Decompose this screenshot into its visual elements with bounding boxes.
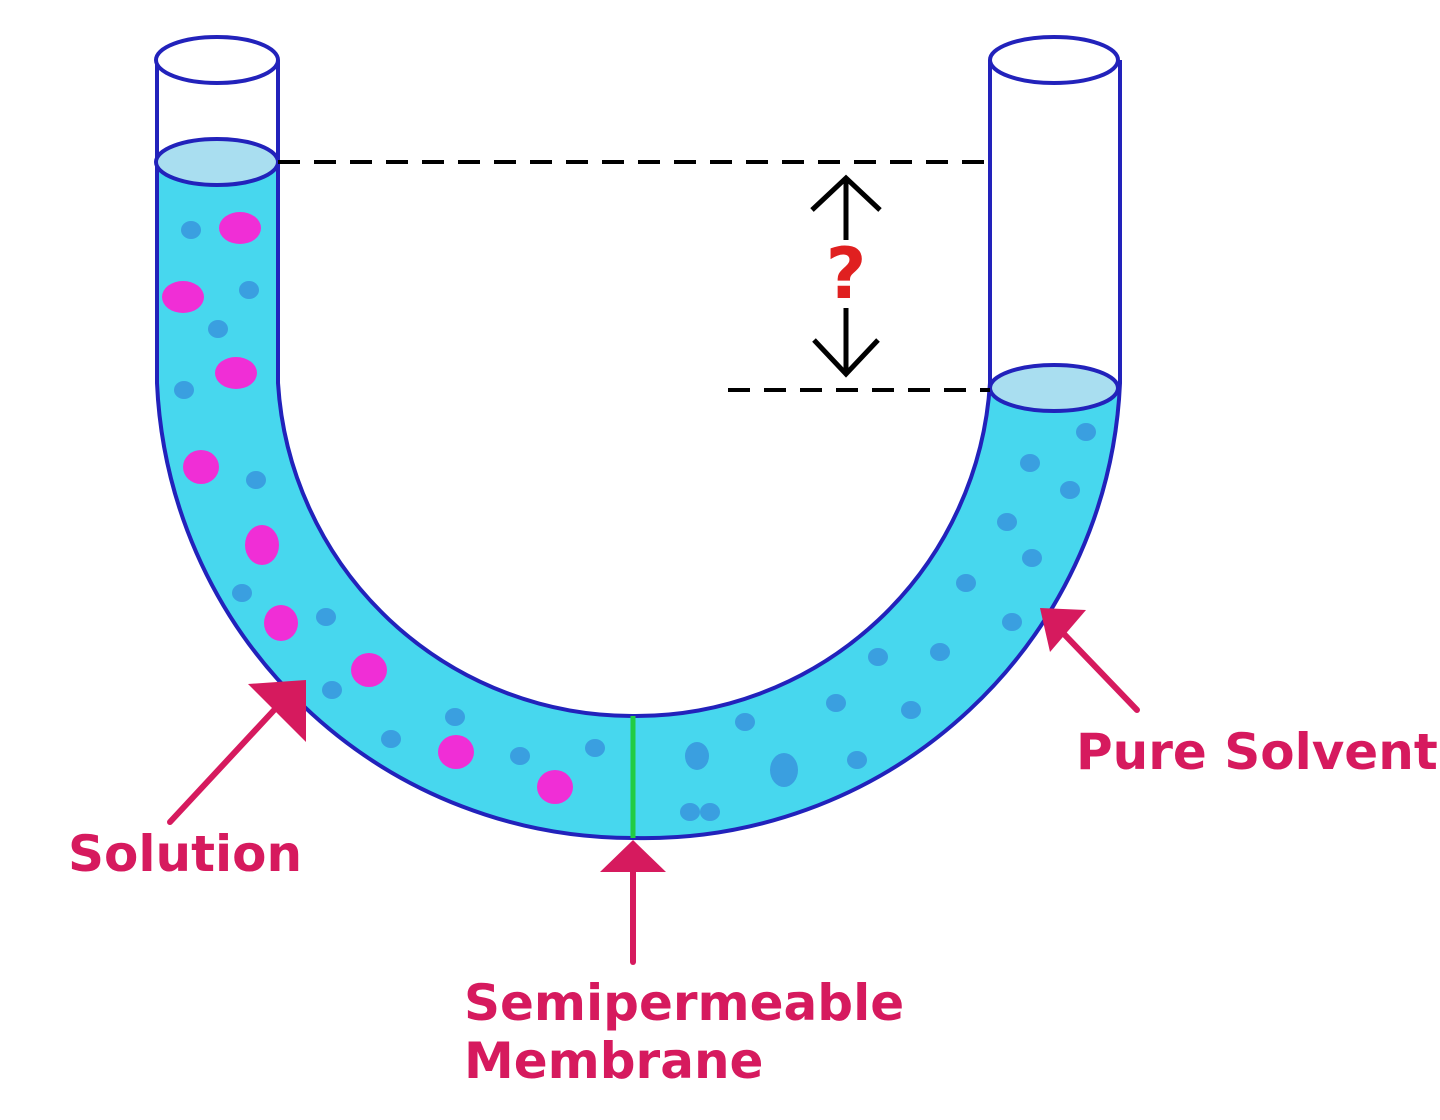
solvent-particle [316, 608, 336, 626]
solvent-pointer-arrow [1040, 608, 1140, 713]
solvent-particle [510, 747, 530, 765]
height-difference-question-mark: ? [826, 233, 867, 315]
solvent-particle [1020, 454, 1040, 472]
solvent-particle [381, 730, 401, 748]
solvent-particle [1002, 613, 1022, 631]
solvent-particle [930, 643, 950, 661]
solute-particle [219, 212, 261, 244]
solute-particle [215, 357, 257, 389]
solvent-particle [445, 708, 465, 726]
solution-label: Solution [68, 825, 303, 883]
solvent-particles [174, 221, 1096, 821]
tube-outer-wall [155, 60, 1122, 841]
solvent-liquid [633, 388, 1118, 839]
solvent-particle [997, 513, 1017, 531]
membrane-label: Semipermeable Membrane [464, 974, 905, 1090]
solute-particle [245, 525, 279, 565]
solvent-particle [322, 681, 342, 699]
solvent-particle [735, 713, 755, 731]
solvent-particle [239, 281, 259, 299]
solute-particle [438, 735, 474, 769]
solute-particle [162, 281, 204, 313]
height-difference-arrow [810, 174, 882, 378]
solute-particle [264, 605, 298, 641]
solution-pointer-arrow [167, 680, 306, 825]
solvent-particle [680, 803, 700, 821]
solvent-particle [208, 320, 228, 338]
solvent-particle [585, 739, 605, 757]
solvent-particle [181, 221, 201, 239]
right-tube-opening [988, 35, 1120, 85]
solvent-particle [1022, 549, 1042, 567]
solvent-particle [847, 751, 867, 769]
membrane-pointer-arrow [600, 840, 666, 965]
solution-surface [154, 137, 280, 187]
solvent-particle [246, 471, 266, 489]
membrane-label-line2: Membrane [464, 1031, 764, 1090]
solvent-particle [1076, 423, 1096, 441]
solvent-particle [868, 648, 888, 666]
membrane-label-line1: Semipermeable [464, 974, 905, 1032]
pure-solvent-label: Pure Solvent [1076, 723, 1438, 781]
solvent-particle [700, 803, 720, 821]
left-tube-opening [154, 35, 280, 85]
solvent-particle [232, 584, 252, 602]
solute-particle [183, 450, 219, 484]
solvent-particle [826, 694, 846, 712]
solvent-particle [901, 701, 921, 719]
solvent-particle [770, 753, 798, 787]
solute-particle [351, 653, 387, 687]
solvent-particle [174, 381, 194, 399]
solvent-particle [1060, 481, 1080, 499]
solvent-particle [956, 574, 976, 592]
solute-particles [162, 212, 573, 804]
solvent-surface [988, 363, 1120, 413]
solvent-particle [685, 742, 709, 770]
solute-particle [537, 770, 573, 804]
